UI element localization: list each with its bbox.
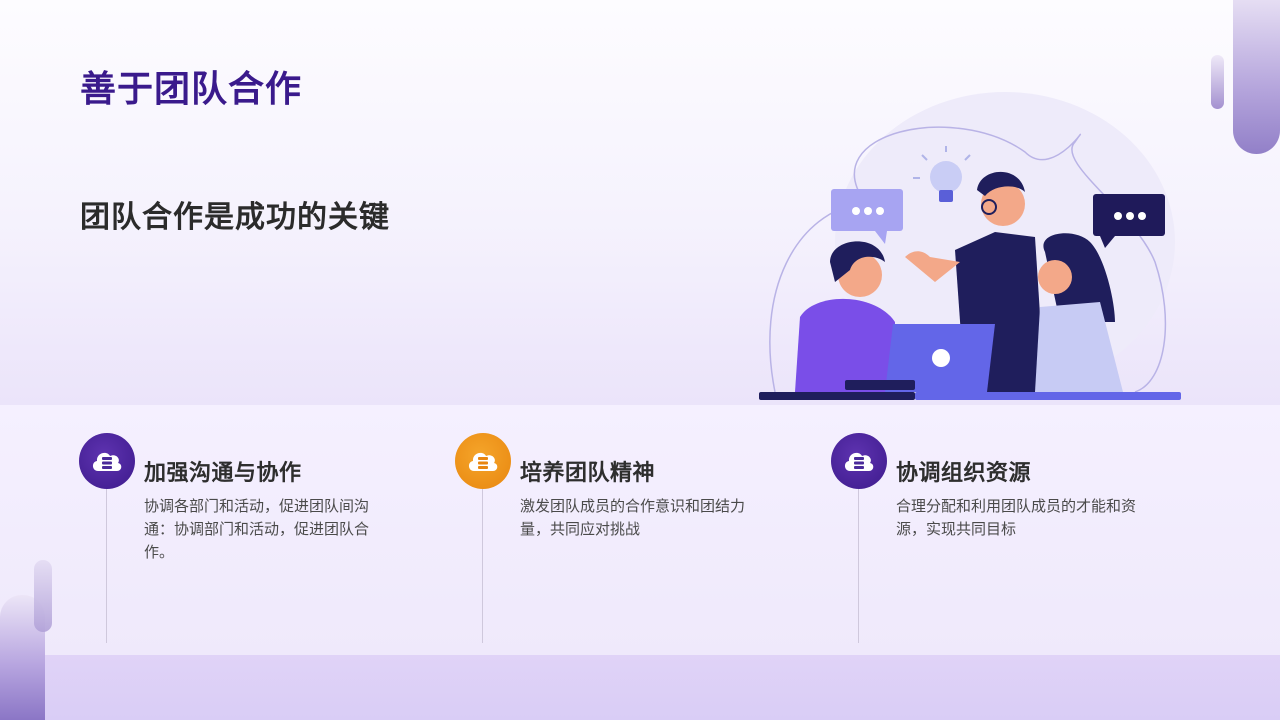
feature-description: 激发团队成员的合作意识和团结力量，共同应对挑战 bbox=[520, 498, 746, 538]
feature-icon-badge bbox=[79, 433, 135, 489]
footer-band bbox=[0, 655, 1280, 720]
feature-title: 加强沟通与协作 bbox=[144, 460, 302, 485]
features-background bbox=[0, 405, 1280, 655]
timeline-line bbox=[106, 489, 107, 643]
feature-description: 合理分配和利用团队成员的才能和资源，实现共同目标 bbox=[896, 498, 1137, 538]
lightbulb-icon bbox=[913, 146, 971, 202]
timeline-line bbox=[482, 489, 483, 643]
decor-pill-top-right-large bbox=[1233, 0, 1280, 154]
page-title: 善于团队合作 bbox=[80, 68, 303, 109]
page-subtitle: 团队合作是成功的关键 bbox=[80, 201, 390, 234]
timeline-line bbox=[858, 489, 859, 643]
decor-pill-bottom-left-small bbox=[34, 560, 52, 632]
team-collaboration-illustration bbox=[755, 92, 1185, 404]
feature-title: 协调组织资源 bbox=[896, 460, 1032, 485]
speech-bubble-dark-icon bbox=[1093, 194, 1165, 248]
speech-bubble-light-icon bbox=[831, 189, 903, 244]
feature-item-team-spirit: 培养团队精神 激发团队成员的合作意识和团结力量，共同应对挑战 bbox=[455, 433, 795, 645]
feature-title: 培养团队精神 bbox=[520, 460, 656, 485]
feature-icon-badge bbox=[831, 433, 887, 489]
cloud-server-icon bbox=[844, 452, 874, 471]
cloud-server-icon bbox=[92, 452, 122, 471]
feature-item-communication: 加强沟通与协作 协调各部门和活动，促进团队间沟通：协调部门和活动，促进团队合作。 bbox=[79, 433, 419, 645]
laptop-icon bbox=[845, 324, 995, 392]
feature-icon-badge bbox=[455, 433, 511, 489]
decor-pill-top-right-small bbox=[1211, 55, 1224, 109]
cloud-server-icon bbox=[468, 452, 498, 471]
feature-item-resources: 协调组织资源 合理分配和利用团队成员的才能和资源，实现共同目标 bbox=[831, 433, 1171, 645]
feature-description: 协调各部门和活动，促进团队间沟通：协调部门和活动，促进团队合作。 bbox=[144, 498, 370, 561]
